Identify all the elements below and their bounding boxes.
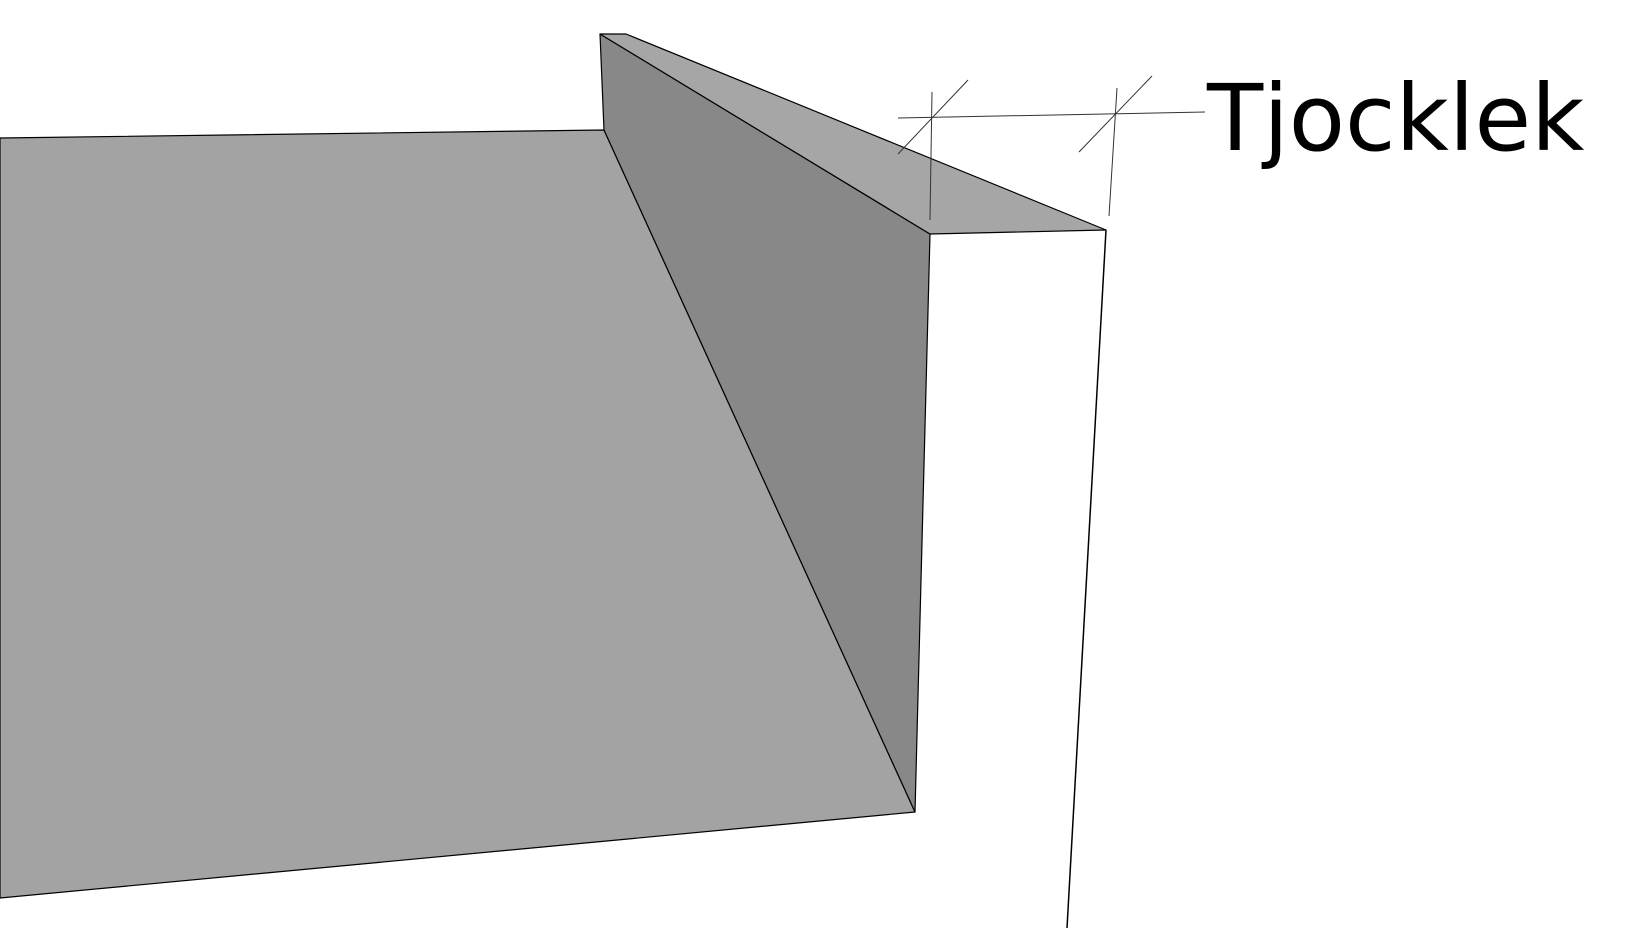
dimension-extension-line-left [929, 91, 933, 221]
dimension-extension-line-right [1108, 87, 1118, 217]
dimension-tick-left [897, 79, 969, 155]
wall-outer-edge [1066, 229, 1107, 928]
dimension-tick-right [1078, 75, 1153, 153]
dimension-line [897, 111, 1206, 119]
dimension-label: Tjocklek [1206, 65, 1585, 172]
